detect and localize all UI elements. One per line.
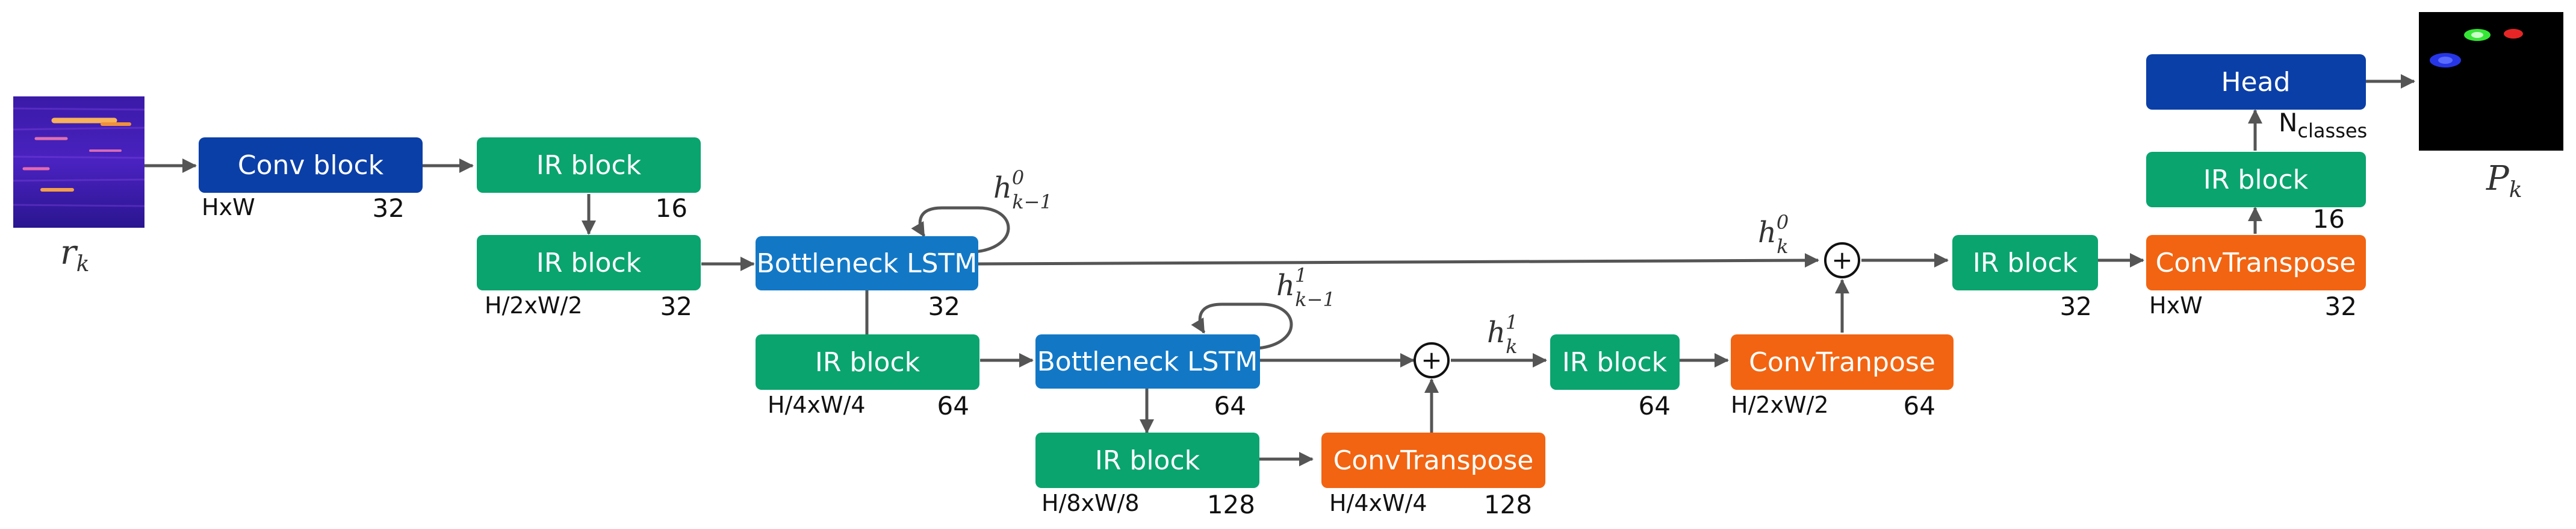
conv-transpose-2-channels: 64 xyxy=(1904,391,1935,421)
svg-text:ConvTranspose: ConvTranspose xyxy=(2156,248,2356,278)
ir-block-6-channels: 32 xyxy=(2060,292,2092,321)
ir-block-4-channels: 128 xyxy=(1207,490,1255,519)
conv-transpose-3-dims: HxW xyxy=(2149,292,2203,319)
edges xyxy=(144,74,2415,466)
ir-block-3-dims: H/4xW/4 xyxy=(768,392,866,418)
conv-transpose-1-channels: 128 xyxy=(1484,490,1532,519)
svg-text:IR block: IR block xyxy=(1562,347,1668,378)
conv-block-dims: HxW xyxy=(202,194,255,221)
ir-block-6: IR block xyxy=(1952,235,2098,290)
ir-block-5-channels: 64 xyxy=(1639,391,1671,421)
ir-block-2-channels: 32 xyxy=(660,292,692,321)
ir-block-7: IR block xyxy=(2146,152,2366,207)
svg-text:+: + xyxy=(1831,245,1852,275)
svg-text:IR block: IR block xyxy=(536,150,642,181)
svg-text:IR block: IR block xyxy=(2203,164,2309,195)
ir-block-4-dims: H/8xW/8 xyxy=(1041,490,1140,516)
svg-text:Conv block: Conv block xyxy=(238,150,384,181)
output-heatmap xyxy=(2419,12,2563,151)
edge-lstm1-loop xyxy=(911,206,1010,254)
svg-text:+: + xyxy=(1421,345,1442,375)
svg-text:Bottleneck LSTM: Bottleneck LSTM xyxy=(757,248,978,279)
conv-transpose-3: ConvTranspose xyxy=(2146,235,2366,290)
bottleneck-lstm-1-channels: 32 xyxy=(928,292,960,321)
svg-text:ConvTranspose: ConvTranspose xyxy=(1333,445,1534,476)
input-spectrogram xyxy=(13,96,145,228)
ir-block-3-channels: 64 xyxy=(937,391,969,421)
conv-transpose-2-dims: H/2xW/2 xyxy=(1731,392,1829,418)
bottleneck-lstm-2-channels: 64 xyxy=(1214,391,1246,421)
conv-block-channels: 32 xyxy=(373,193,405,223)
ir-block-7-channels: 16 xyxy=(2313,204,2345,234)
edge-lstm2-loop xyxy=(1191,302,1293,350)
svg-text:Head: Head xyxy=(2221,67,2290,98)
conv-transpose-1: ConvTranspose xyxy=(1321,433,1545,488)
conv-transpose-1-dims: H/4xW/4 xyxy=(1329,490,1427,516)
svg-text:IR block: IR block xyxy=(815,347,920,378)
edge-lstm1-sum2 xyxy=(978,253,1819,268)
ir-block-2: IR block xyxy=(477,235,701,290)
ir-block-1: IR block xyxy=(477,137,701,193)
svg-text:Bottleneck LSTM: Bottleneck LSTM xyxy=(1037,346,1258,377)
head-out-label: Nclasses xyxy=(2279,108,2367,142)
ir-block-4: IR block xyxy=(1035,433,1259,488)
svg-text:IR block: IR block xyxy=(536,248,642,278)
bottleneck-lstm-2: Bottleneck LSTM xyxy=(1035,334,1260,389)
sum-node-2: + xyxy=(1824,242,1860,278)
output-label: Pk xyxy=(2486,159,2522,202)
sum-node-1: + xyxy=(1414,342,1450,378)
input-label: rk xyxy=(60,233,90,277)
ir-block-3: IR block xyxy=(756,334,979,390)
svg-text:ConvTranpose: ConvTranpose xyxy=(1749,347,1935,378)
conv-block: Conv block xyxy=(199,137,423,193)
svg-text:IR block: IR block xyxy=(1973,248,2078,278)
conv-transpose-3-channels: 32 xyxy=(2325,292,2357,321)
svg-text:IR block: IR block xyxy=(1095,445,1200,476)
ir-block-5: IR block xyxy=(1550,334,1680,390)
head-block: Head xyxy=(2146,54,2366,110)
conv-transpose-2: ConvTranpose xyxy=(1731,334,1954,390)
ir-block-1-channels: 16 xyxy=(656,193,687,223)
ir-block-2-dims: H/2xW/2 xyxy=(485,292,583,319)
bottleneck-lstm-1: Bottleneck LSTM xyxy=(756,236,978,290)
